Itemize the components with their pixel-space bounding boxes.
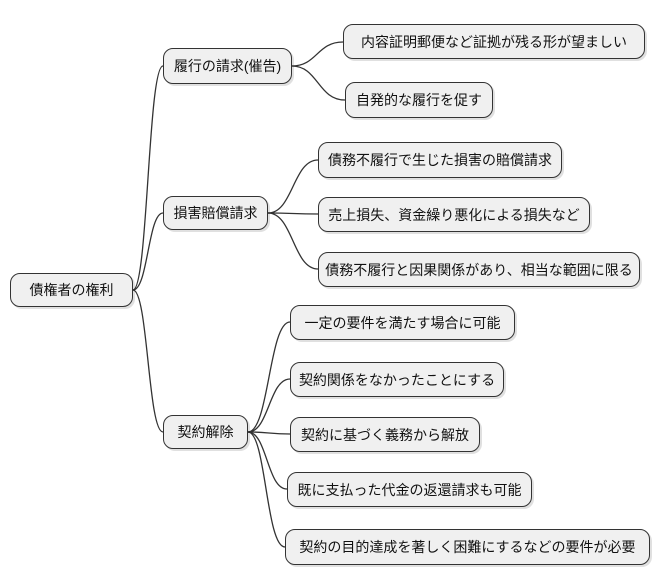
leaf-node: 契約に基づく義務から解放	[290, 417, 480, 452]
edge-root-to-branch-3	[132, 289, 164, 433]
branch-node-contract-termination: 契約解除	[163, 415, 248, 449]
edge-branch3-to-leaf-5	[247, 431, 286, 548]
leaf-node: 売上損失、資金繰り悪化による損失など	[318, 197, 590, 232]
leaf-node: 契約関係をなかったことにする	[290, 362, 504, 397]
edge-branch3-to-leaf-1	[247, 321, 291, 433]
leaf-node: 契約の目的達成を著しく困難にするなどの要件が必要	[285, 529, 650, 565]
edge-branch2-to-leaf-3	[267, 212, 319, 270]
branch-node-demand-performance: 履行の請求(催告)	[163, 48, 292, 84]
leaf-node: 既に支払った代金の返還請求も可能	[287, 472, 532, 507]
edge-branch1-to-leaf-1	[291, 41, 344, 67]
leaf-node: 内容証明郵便など証拠が残る形が望ましい	[343, 24, 645, 59]
edge-branch3-to-leaf-3	[247, 431, 291, 435]
leaf-node: 一定の要件を満たす場合に可能	[290, 305, 515, 340]
leaf-node: 債務不履行で生じた損害の賠償請求	[318, 142, 562, 178]
edge-branch1-to-leaf-2	[291, 65, 346, 101]
edge-root-to-branch-1	[132, 65, 164, 291]
edge-branch3-to-leaf-4	[247, 431, 288, 490]
edge-branch2-to-leaf-2	[267, 212, 319, 215]
edge-root-to-branch-2	[132, 212, 164, 291]
edge-branch3-to-leaf-2	[247, 378, 291, 433]
edge-branch2-to-leaf-1	[267, 159, 319, 214]
leaf-node: 自発的な履行を促す	[345, 82, 493, 118]
leaf-node: 債務不履行と因果関係があり、相当な範囲に限る	[318, 252, 640, 287]
branch-node-damages-claim: 損害賠償請求	[163, 196, 268, 230]
root-node-creditor-rights: 債権者の権利	[10, 273, 133, 307]
